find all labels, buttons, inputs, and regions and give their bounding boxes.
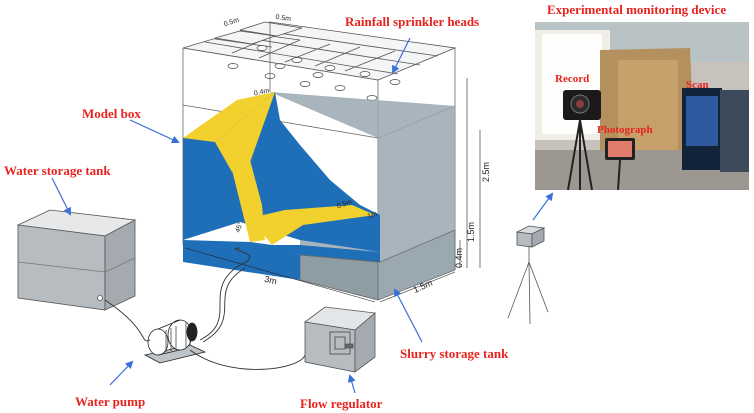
label-rainfall-sprinkler-heads: Rainfall sprinkler heads bbox=[345, 14, 479, 29]
label-water-pump: Water pump bbox=[75, 394, 145, 409]
monitoring-photo bbox=[535, 22, 749, 191]
pipes bbox=[104, 247, 306, 370]
sprinkler-frame bbox=[182, 21, 457, 81]
water-storage-tank bbox=[16, 209, 137, 311]
photo-label-record: Record bbox=[555, 73, 589, 85]
photo-label-scan: Scan bbox=[686, 79, 709, 91]
dim-platform-b: 1m bbox=[367, 211, 379, 221]
dim-platform-a: 0.5m bbox=[336, 199, 353, 211]
label-model-box: Model box bbox=[82, 106, 141, 121]
slope-face bbox=[215, 92, 275, 172]
label-experimental-monitoring-device: Experimental monitoring device bbox=[547, 2, 726, 17]
dimensions bbox=[184, 78, 481, 303]
dim-angle: 45° bbox=[234, 221, 245, 234]
label-flow-regulator: Flow regulator bbox=[300, 396, 383, 411]
dim-top-width: 0.5m bbox=[275, 14, 292, 23]
platform-surface bbox=[250, 205, 375, 245]
sprinkler-heads bbox=[227, 45, 401, 101]
label-water-storage-tank: Water storage tank bbox=[4, 163, 111, 178]
photo-label-photograph: Photograph bbox=[597, 124, 653, 136]
base-block bbox=[183, 240, 380, 262]
dim-height-base: 0.4m bbox=[454, 248, 464, 268]
label-slurry-storage-tank: Slurry storage tank bbox=[400, 346, 509, 361]
dim-length: 3m bbox=[263, 274, 278, 287]
dim-top-small: 0.5m bbox=[223, 17, 240, 29]
slope-top-surface bbox=[183, 92, 275, 142]
tripod-camera bbox=[507, 225, 549, 325]
water-pump bbox=[143, 319, 207, 364]
dim-height-slope: 1.5m bbox=[466, 222, 476, 242]
dim-slope-top: 0.4m bbox=[253, 87, 270, 97]
dim-height-total: 2.5m bbox=[481, 162, 491, 182]
callout-arrows bbox=[51, 37, 554, 394]
flow-regulator bbox=[304, 306, 376, 373]
model-box bbox=[182, 21, 457, 301]
